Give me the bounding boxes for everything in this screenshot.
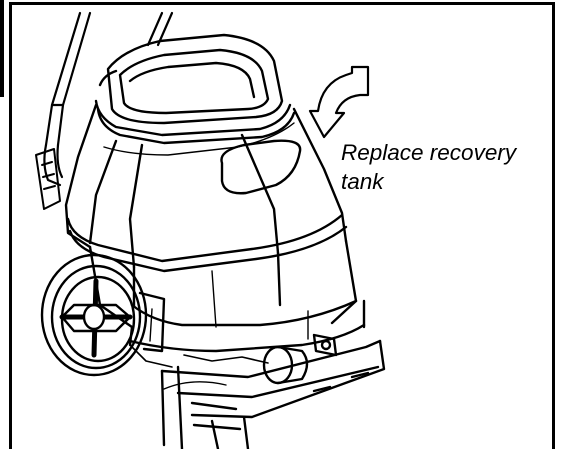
instruction-line-2: tank xyxy=(341,169,384,194)
figure-frame: Replace recovery tank xyxy=(9,2,555,449)
tank-lid xyxy=(94,33,296,145)
hose-bracket xyxy=(35,148,61,210)
wheel xyxy=(40,253,166,377)
left-edge-mark xyxy=(0,0,4,97)
instruction-line-1: Replace recovery xyxy=(341,140,517,165)
floor-tool xyxy=(129,339,386,449)
handle xyxy=(43,11,174,187)
curved-down-arrow-icon xyxy=(308,65,370,139)
carpet-extractor-illustration xyxy=(35,11,386,449)
front-knob xyxy=(262,333,338,385)
recovery-tank xyxy=(64,103,348,273)
instruction-caption: Replace recovery tank xyxy=(341,138,516,196)
